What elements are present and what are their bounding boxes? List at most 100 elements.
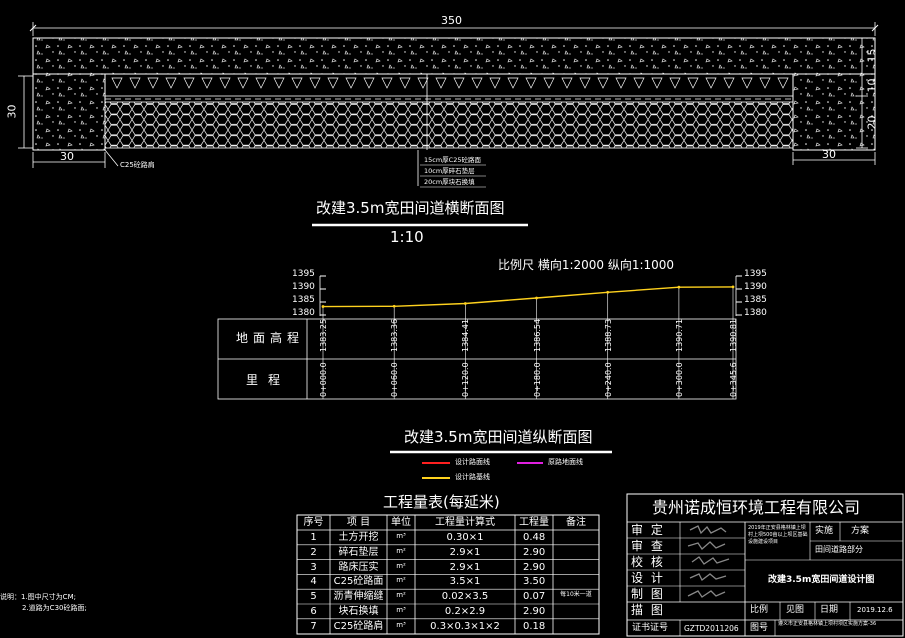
table-cell: 6 — [310, 606, 317, 617]
legend-label-2: 设计路基线 — [455, 473, 490, 481]
legend-label-0: 设计路面线 — [455, 458, 490, 466]
elevation-label: 1390.71 — [674, 318, 684, 352]
table-cell: C25砼路肩 — [333, 620, 384, 632]
table-cell: m³ — [396, 620, 406, 629]
concrete-top-band — [32, 37, 876, 75]
role-label: 审 定 — [631, 523, 665, 537]
y-tick-right-2: 1385 — [744, 295, 767, 305]
table-cell: 0.3×0.3×1×2 — [430, 620, 500, 632]
block-stone-layer — [104, 101, 794, 149]
profile-point — [677, 285, 681, 289]
table-cell: 0.02×3.5 — [441, 591, 489, 603]
gravel-triangle — [417, 77, 429, 89]
gravel-triangle — [381, 77, 393, 89]
gravel-triangle — [255, 77, 267, 89]
dim-layer-mid: 10 — [865, 78, 879, 93]
station-label: 0+300.0 — [674, 362, 684, 397]
dim-total-width: 350 — [441, 14, 462, 27]
profile-point — [731, 285, 735, 289]
layer-note-2: 10cm厚碎石垫层 — [424, 167, 475, 175]
cert-label: 证书证号 — [632, 623, 669, 633]
table-cell: 2.90 — [523, 606, 546, 617]
cross-section — [18, 22, 879, 227]
y-tick-right-1: 1390 — [744, 282, 767, 292]
stage-value: 方案 — [851, 526, 870, 536]
note-1: 说明：1.图中尺寸为CM; — [0, 593, 76, 601]
dim-layer-top: 15 — [865, 48, 879, 63]
table-cell: 4 — [310, 576, 317, 588]
gravel-triangle — [165, 77, 177, 89]
legend-label-1: 原路地面线 — [548, 458, 583, 466]
dim-shoulder-right: 30 — [822, 148, 836, 161]
date-value: 2019.12.6 — [857, 606, 893, 614]
dim-layer-bottom: 20 — [865, 115, 879, 130]
row-label-station: 里程 — [246, 373, 291, 387]
table-cell: 沥青伸缩缝 — [333, 591, 384, 603]
profile-title: 改建3.5m宽田间道纵断面图 — [404, 428, 593, 446]
signatures — [687, 525, 730, 598]
dim-height-left: 30 — [5, 104, 19, 119]
table-header-cell: 单位 — [391, 517, 411, 528]
gravel-triangle — [183, 77, 195, 89]
note-2: 2.道路为C30砼路面; — [22, 604, 87, 612]
part-name: 田间道路部分 — [815, 545, 863, 554]
gravel-triangle — [543, 77, 555, 89]
cert-value: GZTD2011206 — [684, 624, 739, 633]
scale-value: 见图 — [786, 605, 805, 615]
elevation-label: 1383.25 — [319, 318, 328, 352]
table-cell: 路床压实 — [338, 561, 379, 573]
table-cell: 2.90 — [523, 546, 546, 558]
gravel-triangle — [507, 77, 519, 89]
table-cell: m² — [396, 546, 406, 555]
scale-label: 比例 — [750, 605, 769, 615]
table-cell: 土方开挖 — [338, 532, 379, 543]
layer-note-1: 15cm厚C25砼路面 — [424, 156, 481, 164]
table-cell: 7 — [310, 620, 317, 632]
y-tick-right-0: 1395 — [744, 269, 767, 279]
gravel-triangle — [561, 77, 573, 89]
gravel-triangle — [129, 77, 141, 89]
y-tick-left-3: 1380 — [292, 308, 315, 318]
profile-point — [463, 302, 467, 305]
table-cell: 3.5×1 — [449, 576, 481, 588]
gravel-triangle — [489, 77, 501, 89]
elevation-label: 1383.36 — [390, 318, 400, 352]
table-cell: 块石换填 — [338, 606, 379, 617]
gravel-triangle — [237, 77, 249, 89]
table-header-cell: 工程量计算式 — [435, 517, 495, 528]
table-cell: 2.9×1 — [449, 561, 481, 573]
gravel-triangle — [525, 77, 537, 89]
gravel-layer — [104, 73, 794, 97]
quantity-table-grid — [296, 514, 600, 635]
y-tick-left-2: 1385 — [292, 295, 315, 305]
gravel-triangle — [651, 77, 663, 89]
elevation-label: 1384.41 — [461, 318, 471, 352]
gravel-triangle — [579, 77, 591, 89]
table-cell: 碎石垫层 — [338, 546, 379, 558]
table-cell: m² — [396, 591, 406, 600]
gravel-triangle — [435, 77, 447, 89]
role-label: 设 计 — [631, 571, 665, 585]
gravel-triangle — [201, 77, 213, 89]
role-label: 制 图 — [631, 587, 665, 601]
table-cell: 每10米一道 — [560, 591, 592, 599]
profile-point — [392, 304, 396, 308]
dim-shoulder-left: 30 — [60, 150, 74, 163]
station-label: 0+345.6 — [729, 362, 738, 397]
gravel-triangle — [741, 77, 753, 89]
table-header-cell: 项 目 — [346, 517, 371, 528]
table-cell: 0.18 — [523, 620, 546, 632]
gravel-triangle — [723, 77, 735, 89]
date-label: 日期 — [820, 605, 839, 615]
table-cell: 2.90 — [523, 561, 546, 573]
table-cell: 2 — [310, 546, 317, 558]
station-label: 0+120.0 — [461, 362, 471, 397]
gravel-triangle — [759, 77, 771, 89]
row-label-ground: 地面高程 — [236, 331, 305, 345]
gravel-triangle — [471, 77, 483, 89]
y-tick-left-1: 1390 — [292, 282, 315, 292]
elevation-label: 1390.81 — [729, 318, 738, 352]
table-cell: m³ — [396, 606, 406, 614]
cross-section-scale: 1:10 — [390, 228, 424, 246]
